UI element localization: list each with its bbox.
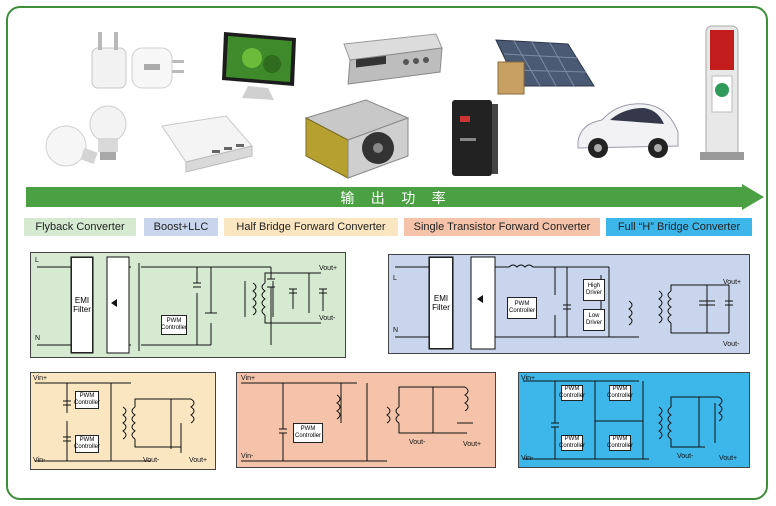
single-forward-vin-pos: Vin+ <box>241 375 256 382</box>
boost-llc-schematic: L N EMI Filter PWM Controller High Drive… <box>388 254 750 354</box>
full-bridge-wiring <box>523 380 723 460</box>
full-bridge-pwm-top-right: PWM Controller <box>607 385 634 401</box>
full-bridge-vin-neg: Vin- <box>521 455 534 462</box>
boost-llc-n-label: N <box>393 327 399 334</box>
boost-llc-vout-neg: Vout- <box>723 341 740 348</box>
boost-llc-l-label: L <box>393 275 397 282</box>
monitor-icon <box>222 32 296 100</box>
full-bridge-pwm-top-left: PWM Controller <box>559 385 586 401</box>
boost-llc-emi-filter: EMI Filter <box>429 257 453 349</box>
flyback-emi-filter: EMI Filter <box>71 257 93 353</box>
flyback-vout-pos: Vout+ <box>319 265 338 272</box>
boost-llc-vout-pos: Vout+ <box>723 279 742 286</box>
usb-charger-icon <box>91 32 184 89</box>
full-bridge-pwm-bottom-right: PWM Controller <box>607 435 634 451</box>
electric-car-icon <box>577 103 679 158</box>
led-bulb-icon <box>45 105 127 167</box>
pc-power-supply-icon <box>304 99 410 179</box>
flyback-n-label: N <box>35 335 41 342</box>
category-full-bridge: Full “H” Bridge Converter <box>606 218 752 236</box>
flyback-l-label: L <box>35 257 39 264</box>
half-bridge-vin-pos: Vin+ <box>33 375 48 382</box>
category-boost-llc: Boost+LLC <box>144 218 218 236</box>
single-forward-vout-neg: Vout- <box>409 439 426 446</box>
full-bridge-schematic: Vin+ Vin- PWM Controller PWM Controller … <box>518 372 750 468</box>
half-bridge-vin-neg: Vin- <box>33 457 46 464</box>
single-forward-vout-pos: Vout+ <box>463 441 482 448</box>
half-bridge-schematic: Vin+ Vin- PWM Controller PWM Controller … <box>30 372 216 470</box>
single-forward-pwm-controller: PWM Controller <box>293 423 323 443</box>
category-half-bridge: Half Bridge Forward Converter <box>224 218 398 236</box>
multi-port-charger-icon <box>161 115 253 173</box>
single-forward-wiring <box>241 382 473 462</box>
single-forward-schematic: Vin+ Vin- PWM Controller Vout- Vout+ <box>236 372 496 468</box>
category-flyback: Flyback Converter <box>24 218 136 236</box>
power-supply-rack-icon <box>343 33 443 85</box>
full-bridge-vin-pos: Vin+ <box>521 375 536 382</box>
ev-charging-station-icon <box>700 25 744 160</box>
full-bridge-vout-neg: Vout- <box>677 453 694 460</box>
flyback-pwm-controller: PWM Controller <box>161 315 187 335</box>
half-bridge-vout-pos: Vout+ <box>189 457 208 464</box>
solar-panel-icon <box>495 39 595 95</box>
output-power-arrow <box>26 184 764 210</box>
boost-llc-pwm-controller: PWM Controller <box>507 297 537 319</box>
half-bridge-vout-neg: Vout- <box>143 457 160 464</box>
full-bridge-vout-pos: Vout+ <box>719 455 738 462</box>
single-forward-vin-neg: Vin- <box>241 453 254 460</box>
flyback-vout-neg: Vout- <box>319 315 336 322</box>
boost-llc-high-driver: High Driver <box>583 279 605 301</box>
category-single-forward: Single Transistor Forward Converter <box>404 218 600 236</box>
output-power-axis: 输 出 功 率 <box>26 184 766 210</box>
outer-frame <box>6 6 768 500</box>
half-bridge-pwm-bottom: PWM Controller <box>74 435 100 453</box>
half-bridge-wiring <box>35 382 195 462</box>
output-power-label: 输 出 功 率 <box>340 191 452 207</box>
full-bridge-pwm-bottom-left: PWM Controller <box>559 435 586 451</box>
ups-icon <box>452 100 498 176</box>
boost-llc-low-driver: Low Driver <box>583 309 605 331</box>
half-bridge-pwm-top: PWM Controller <box>74 391 100 409</box>
flyback-schematic: L N EMI Filter PWM Controller Vout+ Vout… <box>30 252 346 358</box>
